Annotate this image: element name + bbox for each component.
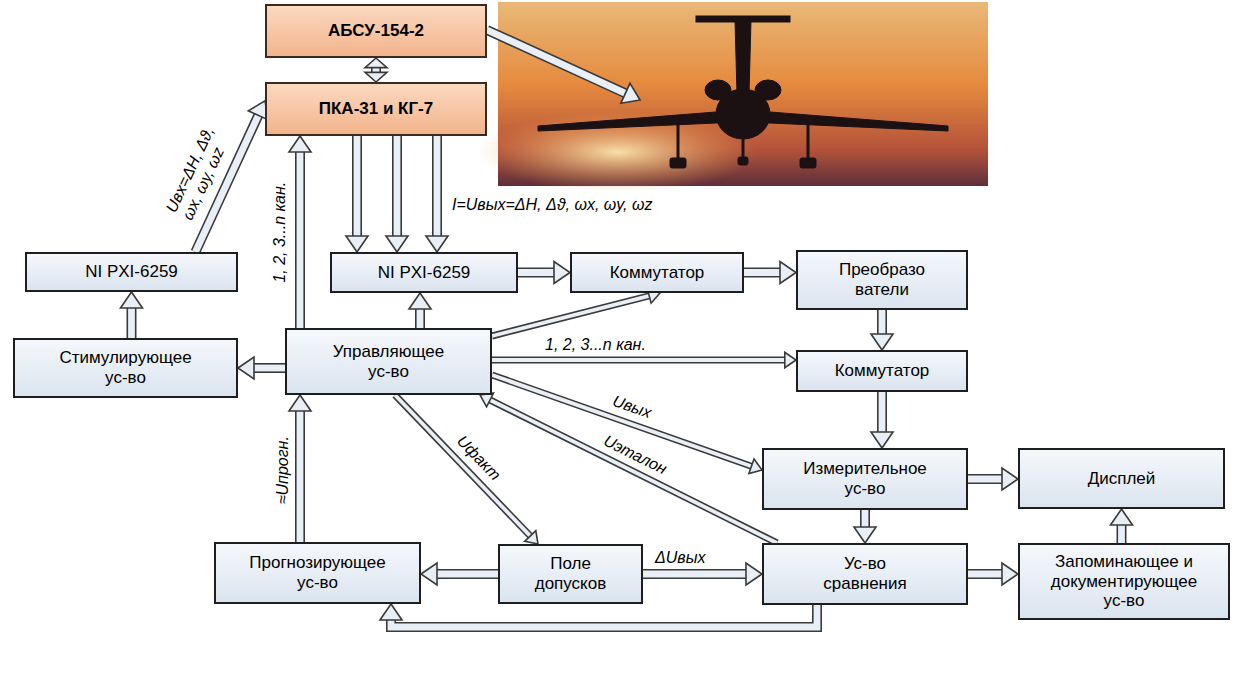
box-label: Ус-во сравнения (810, 554, 920, 593)
box-label: Коммутатор (610, 263, 705, 283)
box-label: Преобразо ватели (827, 260, 937, 299)
box-label: Поле допусков (526, 554, 616, 593)
signal-arrow (744, 262, 796, 284)
signal-arrow (289, 136, 311, 328)
signal-arrow (518, 262, 570, 284)
signal-arrow (346, 136, 368, 252)
device-box: Коммутатор (570, 252, 744, 293)
signal-arrow (395, 395, 538, 544)
box-label: Дисплей (1088, 469, 1156, 489)
signal-arrow (365, 58, 387, 82)
signal-arrow (380, 604, 817, 627)
system-box: ПКА-31 и КГ-7 (265, 82, 487, 136)
box-label: АБСУ-154-2 (328, 21, 424, 41)
box-label: NI PXI-6259 (85, 262, 178, 282)
device-box: Измерительное ус-во (762, 448, 968, 510)
signal-arrow (421, 563, 498, 585)
box-label: ПКА-31 и КГ-7 (319, 99, 433, 119)
signal-arrow (968, 563, 1018, 585)
box-label: Измерительное ус-во (800, 459, 930, 498)
box-label: Запоминающее и документирующее ус-во (1049, 552, 1199, 611)
signal-arrow (871, 310, 893, 350)
signal-arrow (854, 510, 876, 543)
pointer-arrow (487, 30, 640, 103)
signal-arrow (409, 293, 431, 328)
device-box: NI PXI-6259 (25, 252, 238, 292)
device-box: Запоминающее и документирующее ус-во (1018, 543, 1230, 620)
device-box: Ус-во сравнения (762, 543, 968, 605)
signal-arrow (643, 563, 762, 585)
system-box: АБСУ-154-2 (265, 4, 487, 58)
signal-arrow (289, 395, 311, 542)
device-box: NI PXI-6259 (330, 252, 518, 293)
signal-label: ≈Uпрогн. (274, 436, 292, 504)
signal-label: 1, 2, 3...n кан. (545, 336, 646, 354)
box-label: Стимулирующее ус-во (51, 348, 201, 387)
device-box: Прогнозирующее ус-во (214, 542, 421, 604)
device-box: Коммутатор (796, 350, 968, 392)
box-label: Коммутатор (835, 361, 930, 381)
signal-arrow (386, 136, 408, 252)
box-label: Управляющее ус-во (329, 342, 449, 381)
device-box: Дисплей (1018, 448, 1225, 509)
airplane-photo (478, 2, 988, 192)
signal-arrow (238, 357, 285, 379)
signal-arrow (121, 292, 143, 338)
device-box: Управляющее ус-во (285, 328, 492, 395)
box-label: NI PXI-6259 (378, 263, 471, 283)
signal-arrow (968, 468, 1018, 490)
signal-arrow (871, 392, 893, 448)
signal-label: ΔUвых (655, 549, 705, 567)
device-box: Преобразо ватели (796, 250, 968, 310)
device-box: Стимулирующее ус-во (13, 338, 238, 398)
signal-arrow (492, 288, 660, 336)
signal-arrow (1111, 509, 1133, 543)
signal-label: 1, 2, 3...n кан. (271, 182, 289, 283)
device-box: Поле допусков (498, 544, 643, 604)
signal-label: I=Uвых=ΔH, Δϑ, ωx, ωy, ωz (452, 196, 652, 214)
signal-arrow (492, 352, 796, 367)
box-label: Прогнозирующее ус-во (243, 553, 393, 592)
signal-arrow (426, 136, 448, 252)
